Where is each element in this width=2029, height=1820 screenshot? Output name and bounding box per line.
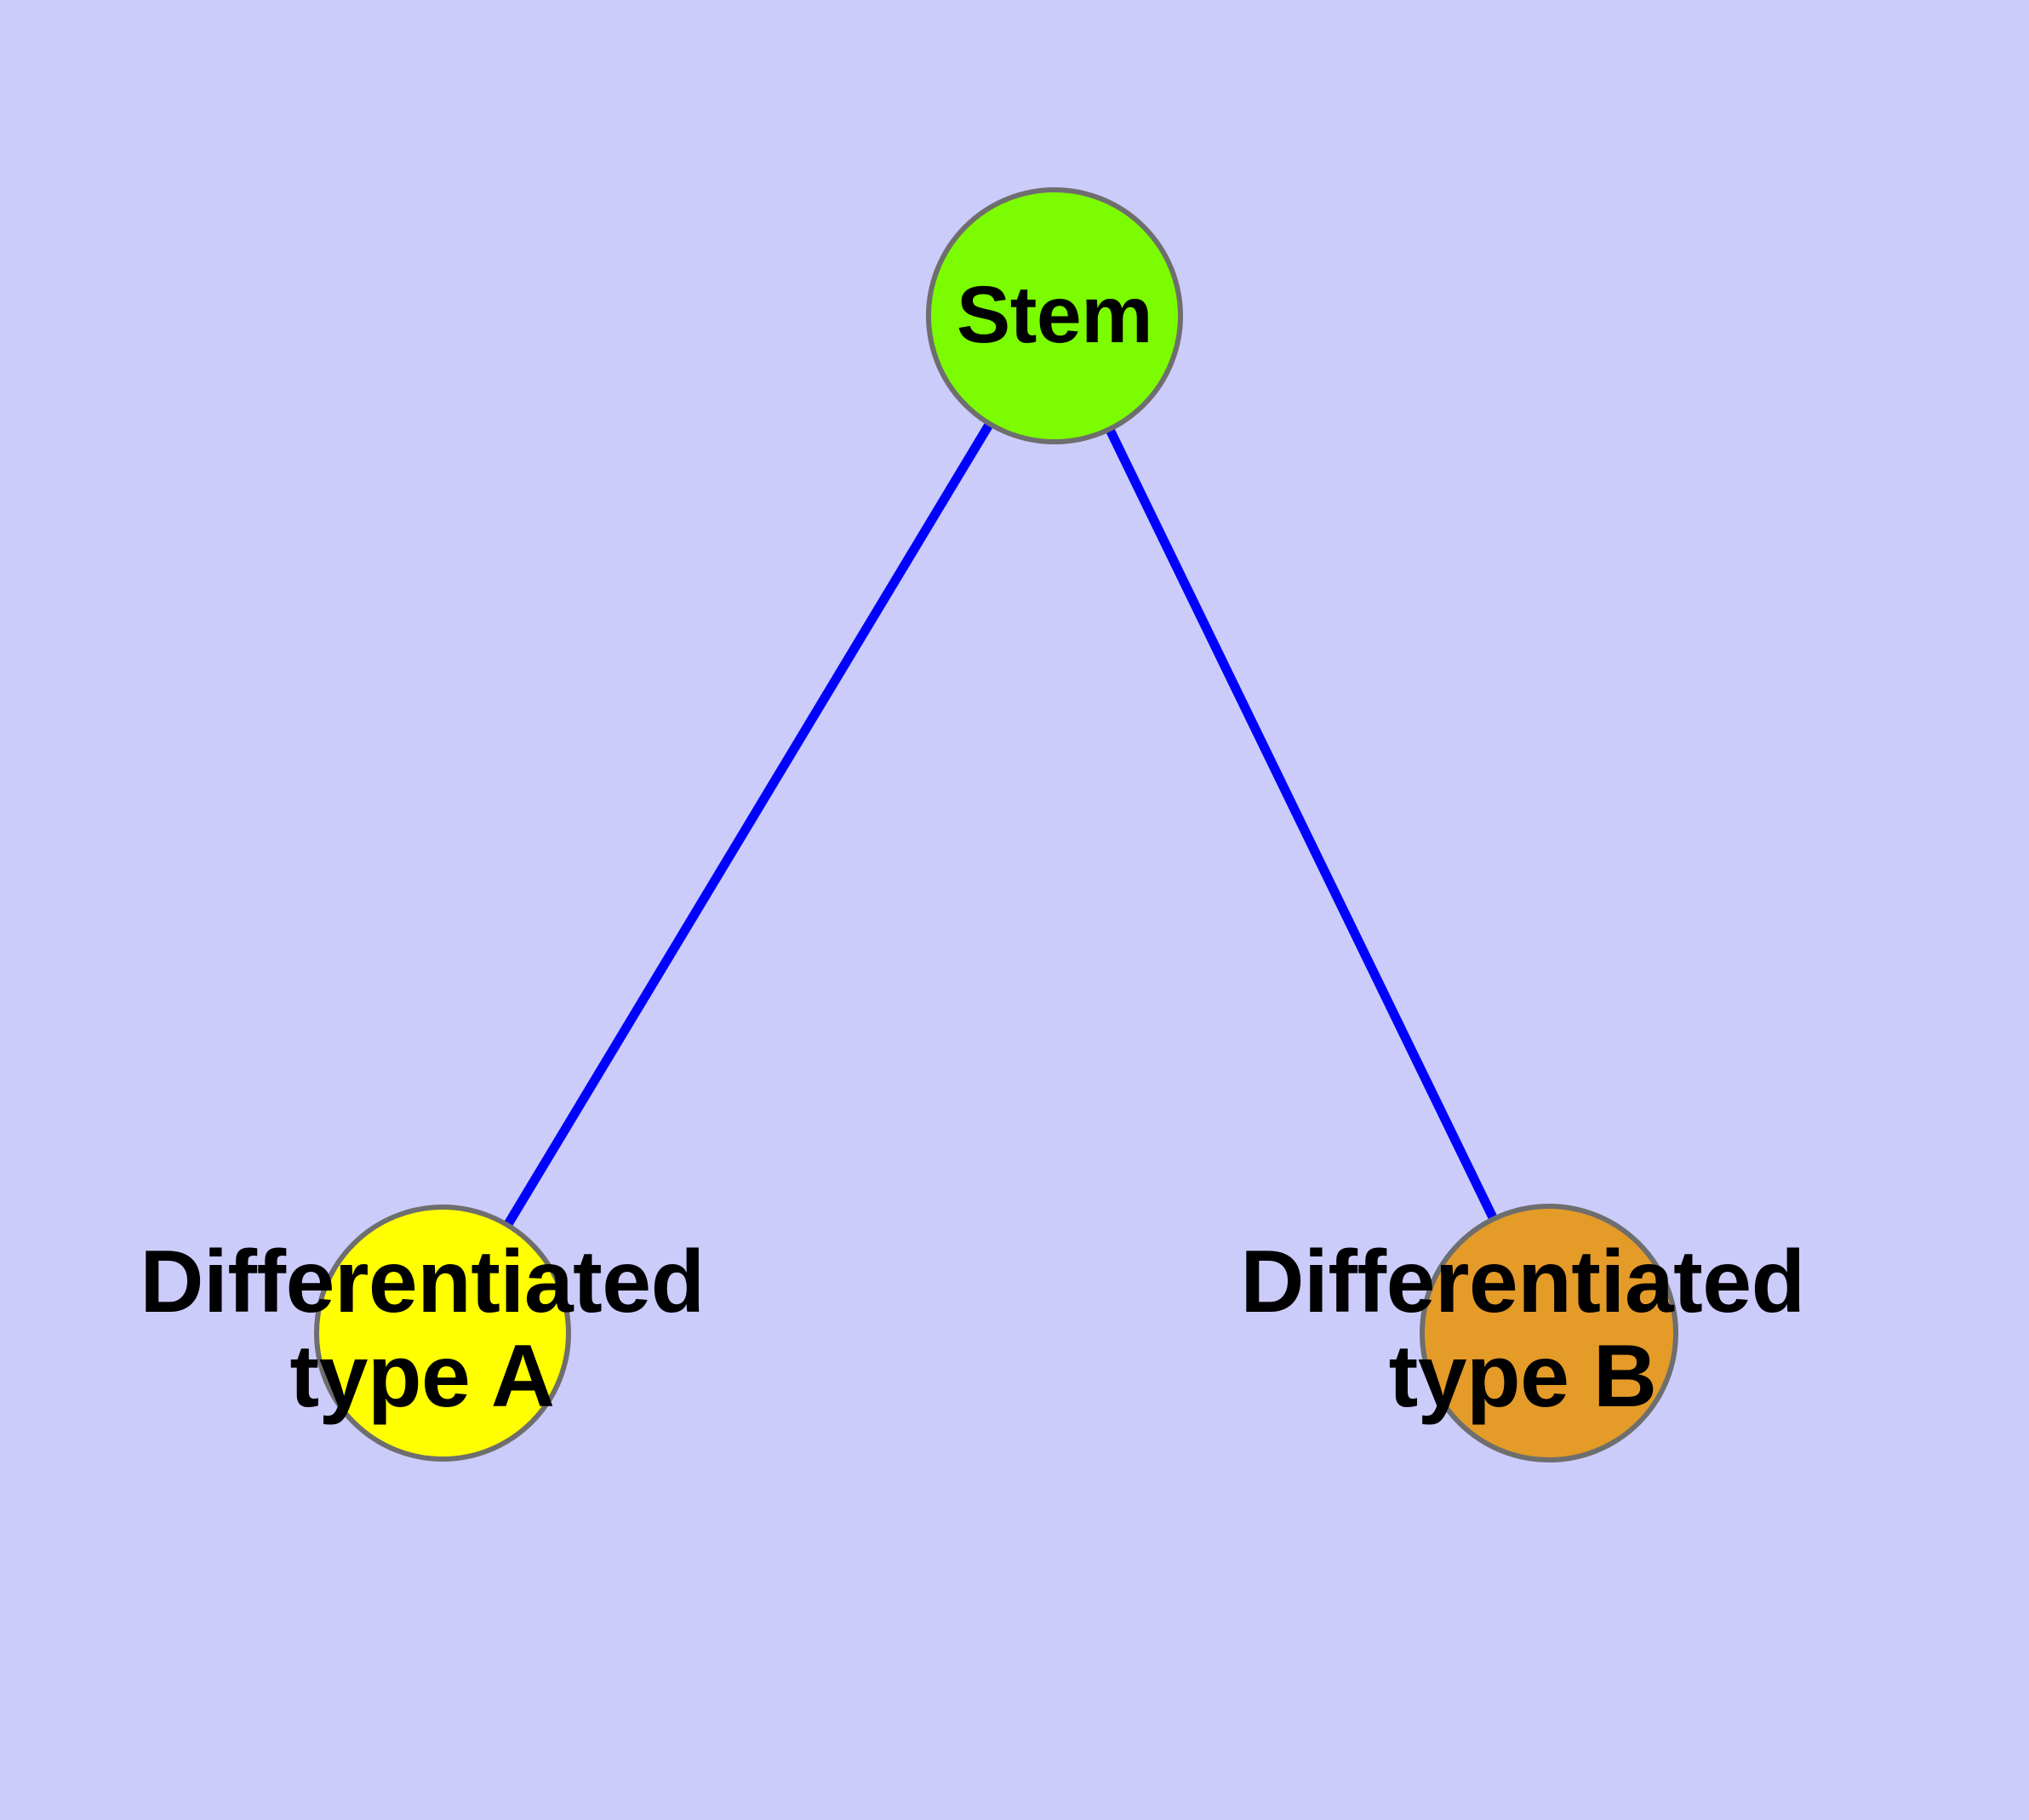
node-differentiated-type-b[interactable] bbox=[1420, 1204, 1678, 1462]
node-differentiated-type-a[interactable] bbox=[314, 1205, 571, 1462]
node-stem[interactable] bbox=[926, 187, 1183, 444]
edge-stem-to-differentiated-type-a[interactable] bbox=[438, 313, 1059, 1336]
edge-stem-to-differentiated-type-b[interactable] bbox=[1050, 313, 1553, 1336]
